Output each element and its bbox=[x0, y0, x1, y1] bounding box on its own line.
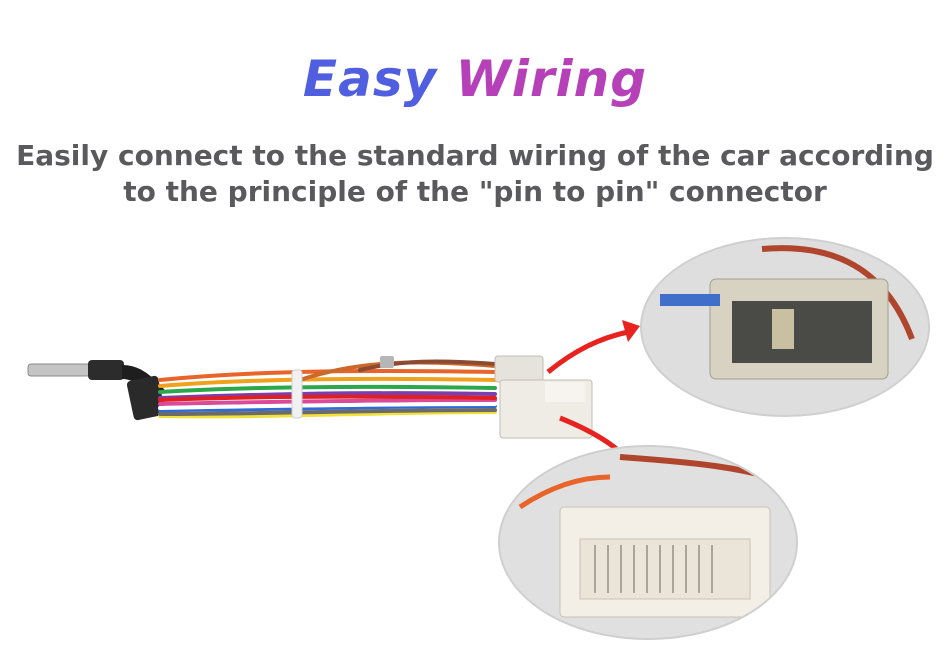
zoom-bubble-white-connector bbox=[498, 445, 798, 640]
wire-bundle bbox=[158, 359, 497, 419]
antenna-plug bbox=[27, 360, 166, 421]
white-connector-image bbox=[500, 447, 796, 638]
subtitle-line-1: Easily connect to the standard wiring of… bbox=[16, 139, 934, 172]
arrow-to-zoom-1 bbox=[546, 320, 640, 374]
subtitle-line-2: to the principle of the "pin to pin" con… bbox=[123, 175, 827, 208]
headline-word-wiring: Wiring bbox=[455, 50, 648, 108]
zoom-bubble-grey-connector bbox=[640, 237, 930, 417]
wiring-harness-image bbox=[27, 320, 640, 472]
grey-connector-image bbox=[642, 239, 928, 415]
inline-fuse bbox=[380, 356, 394, 368]
headline-word-easy: Easy bbox=[302, 50, 438, 108]
subtitle: Easily connect to the standard wiring of… bbox=[0, 138, 950, 210]
headline: Easy Wiring bbox=[0, 50, 950, 108]
cable-tie bbox=[291, 369, 303, 419]
